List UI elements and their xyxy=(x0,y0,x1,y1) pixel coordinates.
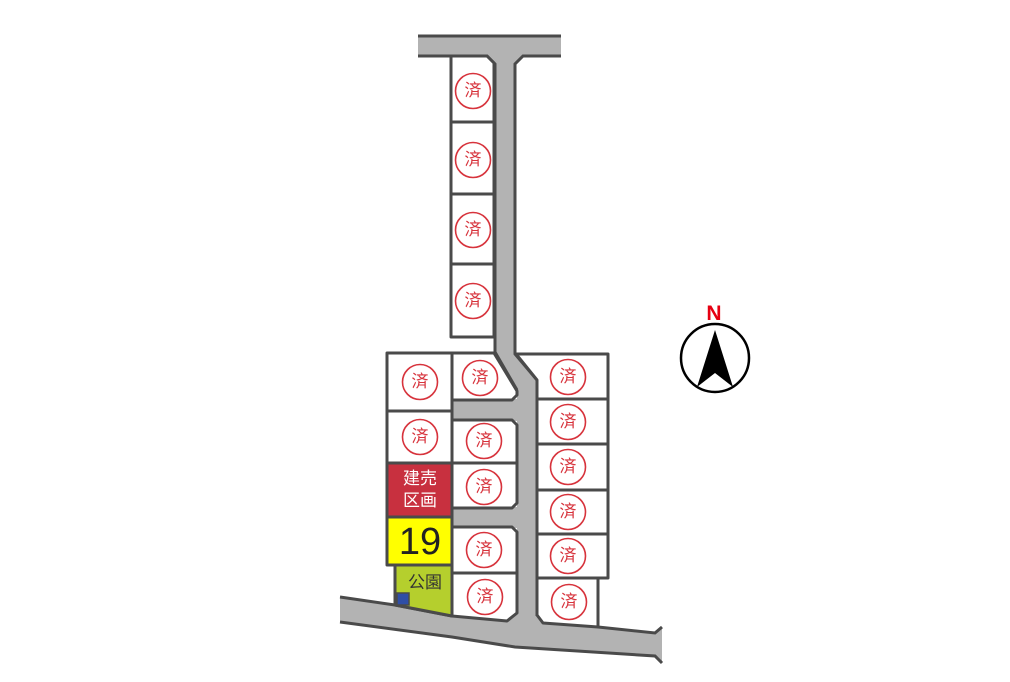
stamp-circle-icon xyxy=(454,72,492,110)
stamp-circle-icon xyxy=(454,282,492,320)
stamp-label: 済 xyxy=(465,220,482,240)
lot: 済 xyxy=(449,192,496,266)
sold-stamp: 済 xyxy=(454,211,492,249)
sold-stamp: 済 xyxy=(401,418,439,456)
stamp-label: 済 xyxy=(476,477,493,497)
sold-stamp: 済 xyxy=(549,448,587,486)
sold-stamp: 済 xyxy=(549,403,587,441)
lot: 済 xyxy=(535,442,610,492)
build-for-sale-lot: 建売 区画 xyxy=(385,461,454,519)
stamp-circle-icon xyxy=(401,363,439,401)
sold-stamp: 済 xyxy=(465,531,503,569)
north-arrow-compass: N xyxy=(679,302,751,394)
south-road-top-edge-east xyxy=(597,625,663,635)
north-label: N xyxy=(706,302,721,325)
stamp-label: 済 xyxy=(476,431,493,451)
lot: 済 xyxy=(450,351,519,402)
build-for-sale-label-line1: 建売 xyxy=(403,469,437,489)
stamp-circle-icon xyxy=(454,211,492,249)
south-road-bottom-edge xyxy=(339,620,664,665)
lot-outline xyxy=(450,418,519,465)
lot: 済 xyxy=(450,418,519,465)
lot: 済 xyxy=(449,120,496,196)
lot-outline xyxy=(449,262,496,339)
stamp-circle-icon xyxy=(466,578,504,616)
park-label: 公園 xyxy=(408,573,442,593)
north-road-and-spine xyxy=(418,36,561,630)
stamp-circle-icon xyxy=(454,141,492,179)
lot: 済 xyxy=(385,351,454,413)
east-column-lots: 済 済 済 済 xyxy=(514,352,610,629)
stamp-label: 済 xyxy=(477,587,494,607)
stamp-circle-icon xyxy=(465,468,503,506)
sold-stamp: 済 xyxy=(465,468,503,506)
sold-stamp: 済 xyxy=(549,358,587,396)
stamp-label: 済 xyxy=(560,546,577,566)
north-arrow-icon xyxy=(697,330,733,387)
stamp-circle-icon xyxy=(549,403,587,441)
stamp-circle-icon xyxy=(550,583,588,621)
west-column-lots: 済 済 建売 区画 19 公園 xyxy=(385,351,454,618)
stamp-circle-icon xyxy=(401,418,439,456)
branch-road-upper xyxy=(450,399,519,421)
sold-stamp: 済 xyxy=(549,493,587,531)
park-facility-marker xyxy=(396,592,410,606)
stamp-label: 済 xyxy=(412,427,429,447)
stamp-label: 済 xyxy=(465,150,482,170)
lot: 済 xyxy=(450,525,519,575)
north-column-lots: 済 済 済 済 xyxy=(449,54,496,339)
branch-road-lower xyxy=(450,507,519,528)
stamp-circle-icon xyxy=(549,537,587,575)
lot: 済 xyxy=(535,397,610,446)
lot: 済 xyxy=(514,352,610,401)
south-main-road xyxy=(340,597,662,663)
stamp-label: 済 xyxy=(561,592,578,612)
sold-stamp: 済 xyxy=(550,583,588,621)
lot-19: 19 xyxy=(385,515,454,567)
sold-stamp: 済 xyxy=(466,578,504,616)
sold-stamp: 済 xyxy=(401,363,439,401)
sold-stamp: 済 xyxy=(454,141,492,179)
lot: 済 xyxy=(450,461,519,510)
stamp-label: 済 xyxy=(465,81,482,101)
lot: 済 xyxy=(449,262,496,339)
lot-number-label: 19 xyxy=(399,521,441,563)
sold-stamp: 済 xyxy=(549,537,587,575)
stamp-label: 済 xyxy=(476,540,493,560)
lot: 済 xyxy=(450,571,519,623)
lot: 済 xyxy=(535,532,610,580)
stamp-label: 済 xyxy=(560,367,577,387)
sold-stamp: 済 xyxy=(454,72,492,110)
lot-outline xyxy=(450,461,519,510)
build-for-sale-label-line2: 区画 xyxy=(403,491,437,511)
stamp-label: 済 xyxy=(560,502,577,522)
stamp-label: 済 xyxy=(465,291,482,311)
stamp-circle-icon xyxy=(465,531,503,569)
stamp-label: 済 xyxy=(472,368,489,388)
sold-stamp: 済 xyxy=(465,422,503,460)
lot: 済 xyxy=(535,576,600,629)
stamp-label: 済 xyxy=(412,372,429,392)
stamp-circle-icon xyxy=(461,359,499,397)
lot-outline xyxy=(450,525,519,575)
stamp-label: 済 xyxy=(560,457,577,477)
stamp-circle-icon xyxy=(549,358,587,396)
sold-stamp: 済 xyxy=(454,282,492,320)
lot: 済 xyxy=(385,409,454,465)
lot: 済 xyxy=(535,488,610,536)
lot: 済 xyxy=(449,54,496,124)
stamp-label: 済 xyxy=(560,412,577,432)
stamp-circle-icon xyxy=(549,493,587,531)
lot-outline xyxy=(450,571,519,623)
sold-stamp: 済 xyxy=(461,359,499,397)
middle-column-lots: 済 済 済 済 xyxy=(450,351,519,623)
stamp-circle-icon xyxy=(465,422,503,460)
stamp-circle-icon xyxy=(549,448,587,486)
